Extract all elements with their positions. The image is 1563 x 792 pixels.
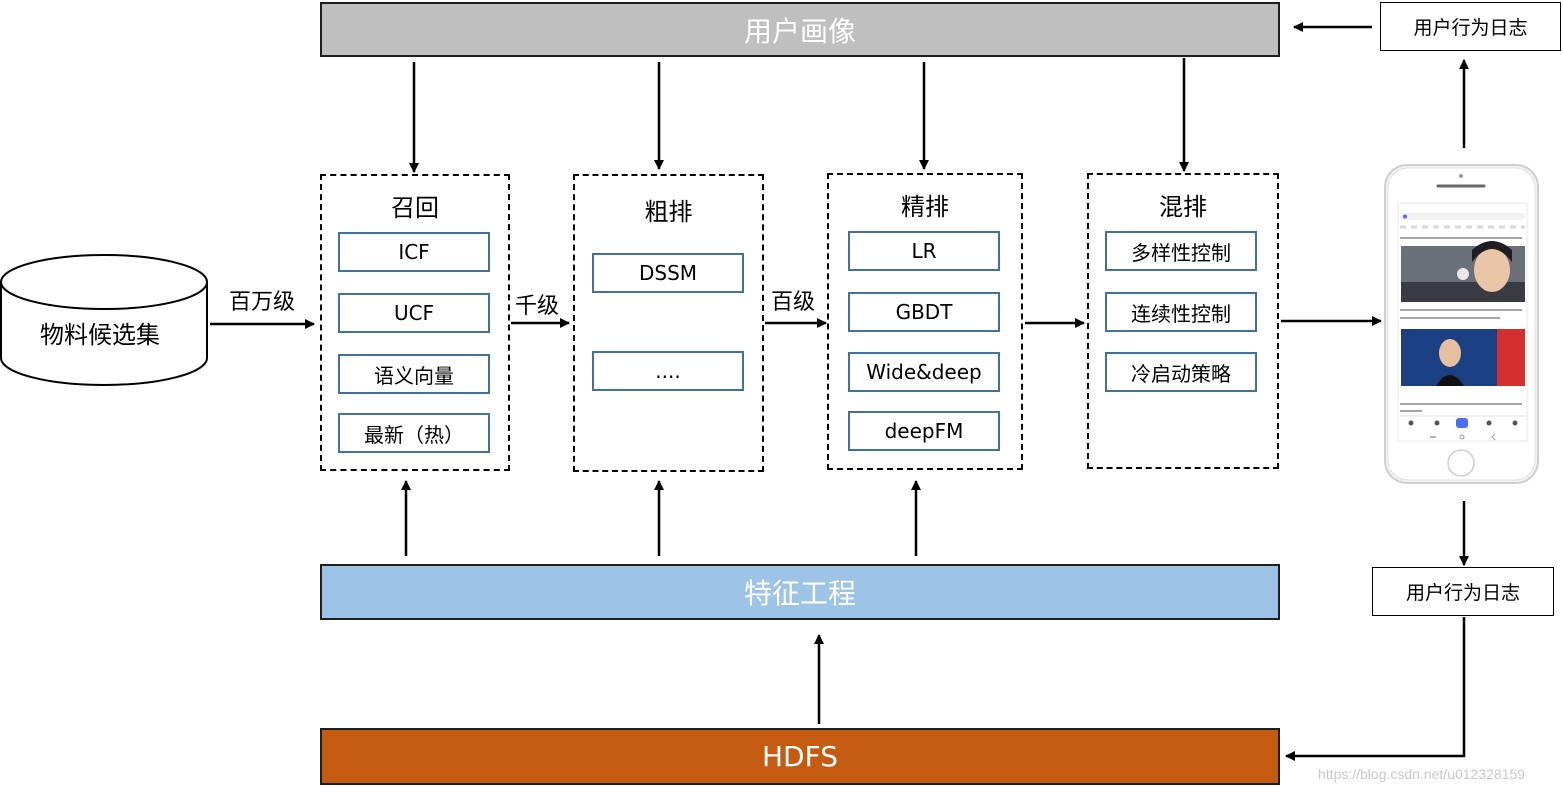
candidate-pool-database: 物料候选集 <box>0 254 208 386</box>
edge-label-million: 百万级 <box>229 290 296 315</box>
algo-lr: LR <box>848 231 1000 271</box>
user-profile-banner: 用户画像 <box>320 2 1280 57</box>
arrow-log-to-hdfs <box>1285 617 1466 761</box>
mixed-ranking-title: 混排 <box>1159 193 1207 221</box>
algo-label: deepFM <box>884 419 964 443</box>
algo-label: Wide&deep <box>866 360 982 384</box>
algo-deepfm: deepFM <box>848 411 1000 451</box>
log-label: 用户行为日志 <box>1405 582 1520 604</box>
algo-label: 冷启动策略 <box>1131 361 1231 386</box>
algo-label: LR <box>911 239 937 263</box>
fine-ranking-title: 精排 <box>901 193 949 221</box>
algo-ucf: UCF <box>338 293 490 333</box>
coarse-ranking-stage: 粗排 <box>573 174 764 472</box>
user-profile-label: 用户画像 <box>743 14 856 48</box>
algo-diversity-control: 多样性控制 <box>1105 231 1257 271</box>
user-behavior-log-bottom: 用户行为日志 <box>1372 567 1554 616</box>
user-behavior-log-top: 用户行为日志 <box>1380 2 1561 51</box>
algo-cold-start-strategy: 冷启动策略 <box>1105 352 1257 392</box>
algo-label: 多样性控制 <box>1131 240 1231 265</box>
algo-dssm: DSSM <box>592 253 744 293</box>
algo-label: DSSM <box>638 261 698 285</box>
coarse-ranking-title: 粗排 <box>644 198 693 226</box>
feature-engineering-label: 特征工程 <box>743 577 856 610</box>
algo-continuity-control: 连续性控制 <box>1105 292 1257 332</box>
hdfs-label: HDFS <box>761 740 838 773</box>
algo-label: UCF <box>393 301 435 325</box>
edge-label-hundred: 百级 <box>771 290 816 315</box>
edge-label-thousand: 千级 <box>515 294 560 319</box>
algo-label: 语义向量 <box>374 363 454 388</box>
algo-label: GBDT <box>895 300 953 324</box>
recall-stage: 召回 <box>320 174 510 471</box>
log-label: 用户行为日志 <box>1413 17 1528 39</box>
algo-icf: ICF <box>338 232 490 272</box>
algo-ellipsis: .... <box>592 351 744 391</box>
algo-latest-hot: 最新（热） <box>338 413 490 453</box>
algo-wide-deep: Wide&deep <box>848 352 1000 392</box>
algo-label: ICF <box>398 240 430 264</box>
algo-label: 最新（热） <box>364 422 464 447</box>
algo-label: 连续性控制 <box>1131 301 1231 326</box>
feature-engineering-banner: 特征工程 <box>320 564 1280 620</box>
algo-semantic-vector: 语义向量 <box>338 354 490 394</box>
watermark: https://blog.csdn.net/u012328159 <box>1318 766 1526 782</box>
algo-label: .... <box>655 359 681 383</box>
mixed-ranking-stage: 混排 <box>1087 173 1279 469</box>
algo-gbdt: GBDT <box>848 292 1000 332</box>
recall-title: 召回 <box>391 194 439 222</box>
phone-mockup <box>1384 164 1539 484</box>
candidate-pool-label: 物料候选集 <box>40 321 160 349</box>
fine-ranking-stage: 精排 <box>827 173 1023 470</box>
hdfs-banner: HDFS <box>320 728 1280 785</box>
